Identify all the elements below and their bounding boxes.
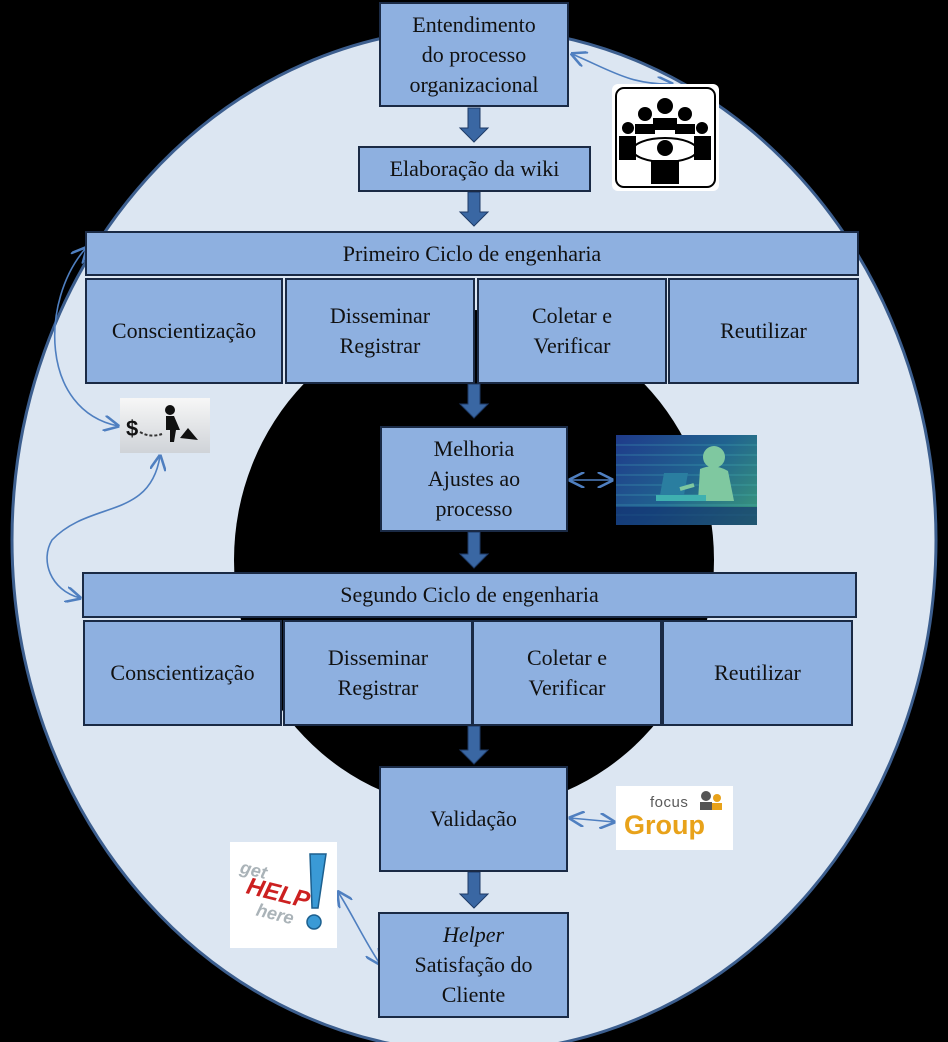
helper-box: Helper Satisfação do Cliente (378, 912, 569, 1018)
cycle2-step-disseminate-line-1: Disseminar (327, 645, 429, 670)
cycle1-step-collect-line-1: Coletar e (531, 303, 613, 328)
connector-understanding-meeting (572, 54, 672, 84)
developer-image (616, 435, 757, 525)
cycle1-step-disseminate: Disseminar Registrar (285, 278, 475, 384)
flow-arrow-4 (458, 531, 490, 569)
flow-arrows (458, 107, 490, 909)
cycle2-title: Segundo Ciclo de engenharia (340, 582, 599, 607)
cycle1-title-box: Primeiro Ciclo de engenharia (85, 231, 859, 276)
dollar-symbol: $ (126, 416, 138, 441)
cycle1-step-disseminate-line-1: Disseminar (329, 303, 431, 328)
helper-line-1: Satisfação do (414, 952, 533, 977)
improvement-line-1: Melhoria (433, 436, 515, 461)
flow-arrow-2 (458, 191, 490, 227)
cycle1-step-collect-line-2: Verificar (533, 333, 611, 358)
improvement-line-2: Ajustes ao (427, 466, 521, 491)
connector-cycle1-cost (54, 248, 118, 426)
improvement-line-3: processo (435, 496, 513, 521)
cycle2-step-awareness: Conscientização (83, 620, 282, 726)
cycle2-step-reuse: Reutilizar (662, 620, 853, 726)
flow-arrow-6 (458, 871, 490, 909)
get-help-sign: get HELP here (230, 842, 337, 948)
cycle1-step-disseminate-line-2: Registrar (339, 333, 421, 358)
cycle2-step-collect-line-2: Verificar (528, 675, 606, 700)
improvement-box: Melhoria Ajustes ao processo (380, 426, 568, 532)
flow-arrow-3 (458, 383, 490, 419)
cycle1-step-awareness-label: Conscientização (111, 318, 257, 343)
cycle2-step-collect: Coletar e Verificar (472, 620, 662, 726)
flow-arrow-5 (458, 725, 490, 765)
understanding-line-1: Entendimento (412, 11, 536, 37)
connector-helper-help (338, 892, 380, 964)
wiki-label: Elaboração da wiki (389, 156, 560, 181)
cost-worker-icon: $ (120, 398, 210, 453)
connector-validation-focus (570, 818, 614, 822)
helper-title: Helper (442, 922, 505, 947)
focus-group-big-text: Group (624, 810, 705, 840)
cycle2-step-awareness-label: Conscientização (110, 660, 255, 685)
focus-group-small-text: focus (650, 794, 689, 811)
validation-label: Validação (430, 806, 517, 831)
wiki-box: Elaboração da wiki (358, 146, 591, 192)
understanding-box: Entendimento do processo organizacional (379, 2, 569, 107)
helper-line-2: Cliente (441, 982, 506, 1007)
understanding-line-2: do processo (421, 41, 527, 67)
cycle2-step-collect-line-1: Coletar e (526, 645, 608, 670)
cycle1-step-reuse: Reutilizar (668, 278, 859, 384)
connector-cost-cycle2 (46, 456, 160, 598)
understanding-line-3: organizacional (409, 71, 539, 97)
cycle1-step-awareness: Conscientização (85, 278, 283, 384)
validation-box: Validação (379, 766, 568, 872)
cycle2-title-box: Segundo Ciclo de engenharia (82, 572, 857, 618)
cycle1-step-reuse-label: Reutilizar (720, 318, 807, 343)
cycle1-title: Primeiro Ciclo de engenharia (342, 240, 602, 266)
flow-arrow-1 (458, 107, 490, 143)
cycle2-step-disseminate-line-2: Registrar (337, 675, 419, 700)
cycle2-step-reuse-label: Reutilizar (714, 660, 801, 685)
cycle1-step-collect: Coletar e Verificar (477, 278, 667, 384)
exclamation-icon (309, 853, 327, 909)
meeting-icon (612, 84, 719, 191)
people-icon (700, 791, 722, 810)
cycle2-step-disseminate: Disseminar Registrar (283, 620, 473, 726)
focus-group-logo: focus Group (616, 786, 733, 850)
